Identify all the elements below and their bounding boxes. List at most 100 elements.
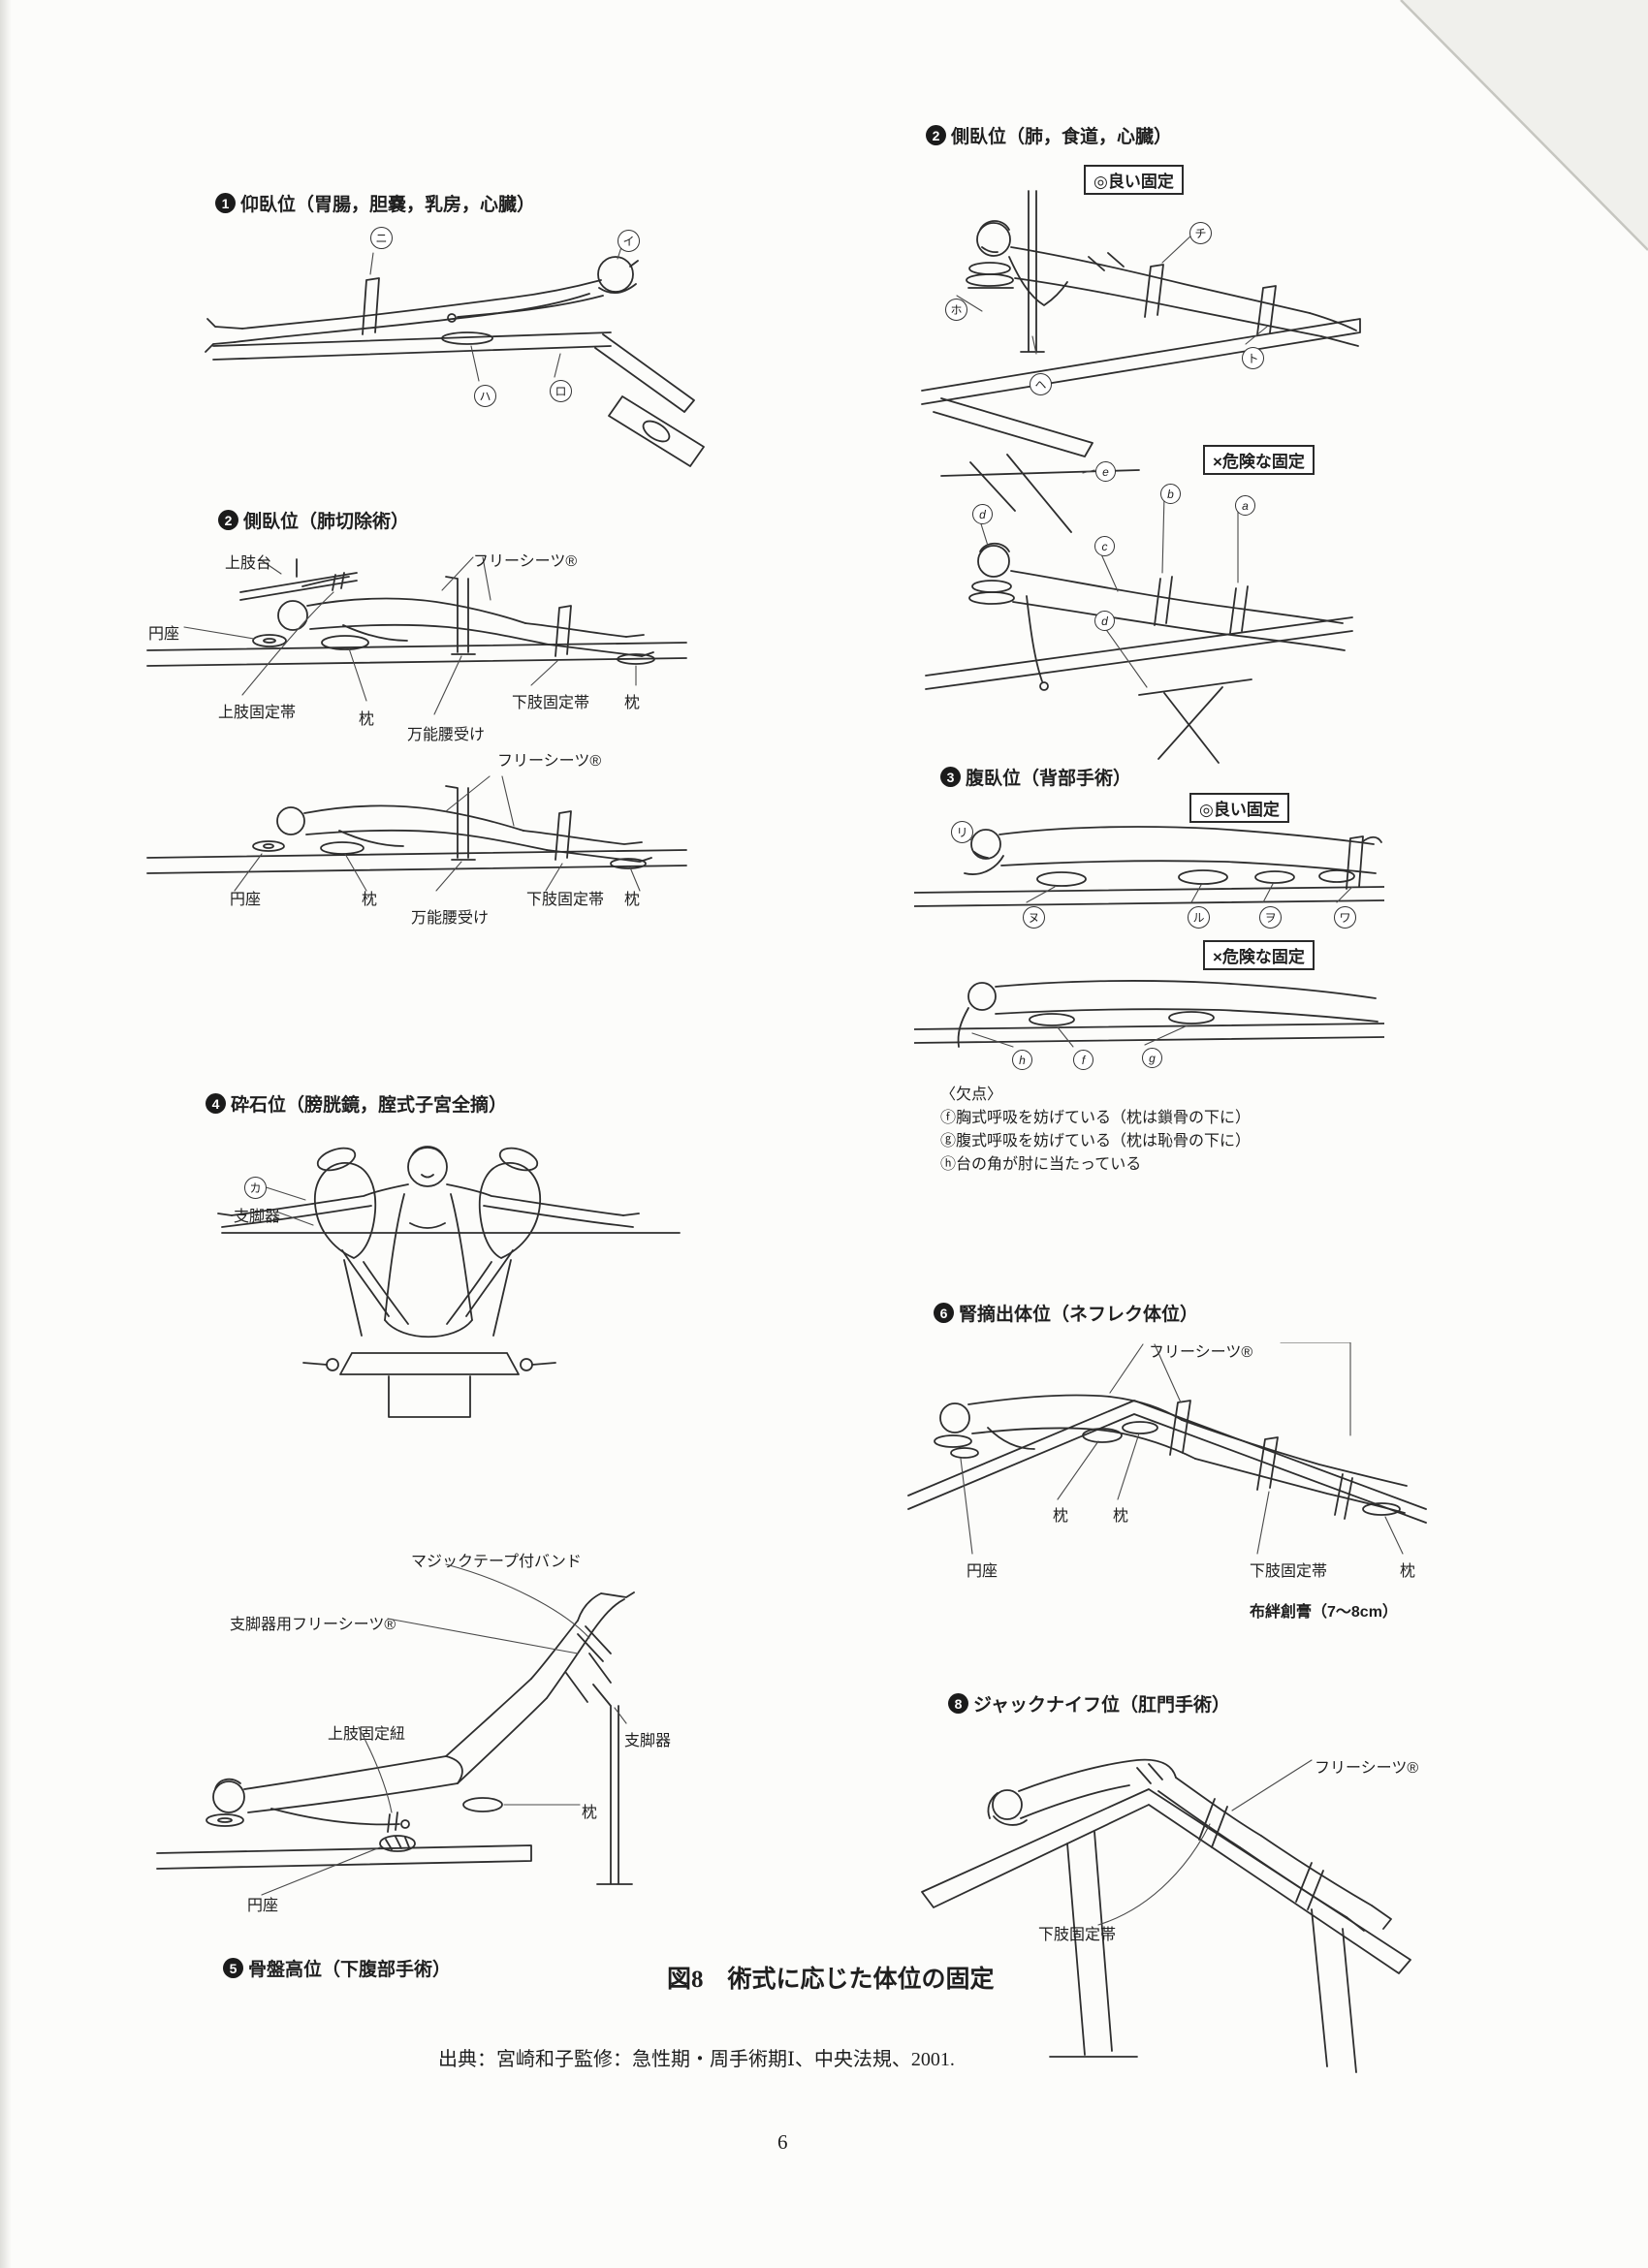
label-round-seat: 円座 [230,892,262,908]
figure-jackknife-title: 8 ジャックナイフ位（肛門手術） [948,1690,1230,1717]
label-round-seat: 円座 [148,626,180,643]
prone-good-illustration [914,826,1384,907]
mark-h-icon: h [1012,1050,1032,1070]
label-leg-band: 下肢固定帯 [1038,1927,1117,1943]
label-leg-band: 下肢固定帯 [1250,1563,1328,1580]
mark-c-icon: c [1094,536,1115,556]
figure-pelvic-elevated: マジックテープ付バンド 支脚器用フリーシーツ® 上肢固定紐 支脚器 枕 円座 [141,1536,819,1987]
figure-title-text: 側臥位（肺切除術） [243,512,410,532]
figure-number-badge: 8 [948,1693,968,1714]
mark-ru-icon: ル [1188,906,1210,929]
label-pillow: 枕 [624,892,641,908]
pelvic-elevated-illustration [156,1563,635,1896]
mark-d-icon: d [1094,611,1115,631]
label-pillow: 枕 [582,1805,598,1821]
label-free-sheet: フリーシーツ® [1315,1760,1419,1777]
lateral-illustration-2 [146,775,687,892]
source-citation: 出典：宮崎和子監修：急性期・周手術期Ⅰ、中央法規、2001. [438,2049,955,2070]
label-leg-band: 下肢固定帯 [512,695,590,711]
bad-fixation-badge: ×危険な固定 [1203,445,1315,475]
figure-number-badge: 6 [934,1303,954,1323]
figure-title-text: ジャックナイフ位（肛門手術） [973,1695,1231,1716]
label-leg-band: 下肢固定帯 [526,892,605,908]
good-fixation-badge: ◎良い固定 [1189,793,1289,823]
figure-jackknife: 8 ジャックナイフ位（肛門手術） フリーシーツ® 下肢固定帯 [897,1682,1449,2089]
prone-bad-illustration [914,980,1384,1048]
mark-i-icon: イ [618,230,640,252]
defect-f: ⓕ胸式呼吸を妨げている（枕は鎖骨の下に） [940,1110,1252,1126]
good-fixation-badge: ◎良い固定 [1084,165,1184,195]
label-waist-support: 万能腰受け [407,727,486,743]
figure-title-text: 砕石位（膀胱鏡，腟式子宮全摘） [231,1095,508,1116]
label-pillow: 枕 [624,695,641,711]
figure-supine: 1 仰臥位（胃腸，胆嚢，乳房，心臓） ニ イ ハ ロ [194,179,717,475]
bad-fixation-badge: ×危険な固定 [1203,940,1315,970]
label-arm-t ie: 上肢固定紐 [328,1726,406,1743]
figure-title-text: 腎摘出体位（ネフレク体位） [959,1305,1199,1325]
lithotomy-illustration [217,1146,681,1418]
defect-g: ⓖ腹式呼吸を妨げている（枕は恥骨の下に） [940,1133,1252,1150]
mark-f-icon: f [1073,1050,1093,1070]
figure-number-badge: 5 [223,1958,243,1978]
label-pillow: 枕 [1113,1508,1129,1525]
label-leg-support: 支脚器 [624,1733,672,1749]
mark-chi-icon: チ [1189,222,1212,244]
mark-a-icon: a [1235,495,1255,516]
figure-supine-title: 1 仰臥位（胃腸，胆嚢，乳房，心臓） [215,190,535,216]
label-round-seat: 円座 [967,1563,998,1580]
mark-ka-icon: カ [244,1177,267,1199]
mark-ha-icon: ハ [474,385,496,407]
mark-he-icon: ヘ [1030,373,1052,395]
mark-ri-icon: リ [951,821,973,843]
label-pillow: 枕 [359,711,375,728]
figure-number-badge: 3 [940,767,961,787]
supine-illustration [205,240,705,467]
figure-nephrectomy-title: 6 腎摘出体位（ネフレク体位） [934,1300,1198,1326]
mark-b-icon: b [1160,484,1181,504]
page-number: 6 [777,2130,788,2154]
scan-corner-artifact [1400,0,1648,251]
mark-d-icon: d [972,504,993,524]
figure-number-badge: 2 [218,510,238,530]
label-pillow: 枕 [1053,1508,1069,1525]
lateral-good-illustration [921,190,1361,457]
figure-number-badge: 2 [926,125,946,145]
figure-prone: 3 腹臥位（背部手術） ◎良い固定 リ ヌ ル ヲ ワ ×危険 [906,756,1391,1182]
figure-title-text: 骨盤高位（下腹部手術） [248,1960,452,1980]
figure-prone-title: 3 腹臥位（背部手術） [940,764,1131,790]
figure-caption: 図8 術式に応じた体位の固定 [667,1967,995,1993]
label-arm-band: 上肢固定帯 [218,705,297,721]
mark-nu-icon: ヌ [1023,906,1045,929]
figure-lateral-thoracic: 2 側臥位（肺，食道，心臓） ◎良い固定 チ ホ ヘ [906,111,1372,764]
figure-title-text: 腹臥位（背部手術） [966,769,1132,789]
figure-number-badge: 1 [215,193,236,213]
label-free-sheet: フリーシーツ® [1149,1344,1253,1361]
defects-title: 〈欠点〉 [940,1087,1003,1103]
figure-lateral-thoracic-title: 2 側臥位（肺，食道，心臓） [926,122,1172,148]
figure-number-badge: 4 [206,1093,226,1114]
label-free-sheet: フリーシーツ® [473,553,578,570]
mark-wa-icon: ワ [1334,906,1356,929]
defect-h: ⓗ台の角が肘に当たっている [940,1156,1142,1173]
label-round-seat: 円座 [247,1898,279,1914]
label-waist-support: 万能腰受け [411,910,490,927]
figure-pelvic-title: 5 骨盤高位（下腹部手術） [223,1955,451,1981]
defects-block: 〈欠点〉 ⓕ胸式呼吸を妨げている（枕は鎖骨の下に） ⓖ腹式呼吸を妨げている（枕は… [940,1084,1251,1177]
label-stirrup-free-sheet: 支脚器用フリーシーツ® [230,1617,396,1633]
label-cloth-tape: 布絆創膏（7～8cm） [1250,1604,1398,1621]
figure-nephrectomy: 6 腎摘出体位（ネフレク体位） フリーシーツ® [897,1289,1449,1623]
mark-ro-icon: ロ [550,380,572,402]
figure-lithotomy-title: 4 砕石位（膀胱鏡，腟式子宮全摘） [206,1090,507,1117]
mark-e-icon: e [1095,461,1116,482]
nephrectomy-illustration [907,1342,1427,1555]
mark-g-icon: g [1142,1048,1162,1068]
figure-lateral-lung-resection: 2 側臥位（肺切除術） [136,499,756,935]
label-pillow: 枕 [1400,1563,1416,1580]
label-free-sheet: フリーシーツ® [497,753,602,770]
mark-to-icon: ト [1242,347,1264,369]
mark-ni-icon: ニ [370,227,393,249]
label-arm-rest: 上肢台 [225,555,272,572]
figure-lithotomy: 4 砕石位（膀胱鏡，腟式子宮全摘） カ 支脚器 [194,1081,717,1468]
figure-title-text: 仰臥位（胃腸，胆嚢，乳房，心臓） [240,195,536,215]
